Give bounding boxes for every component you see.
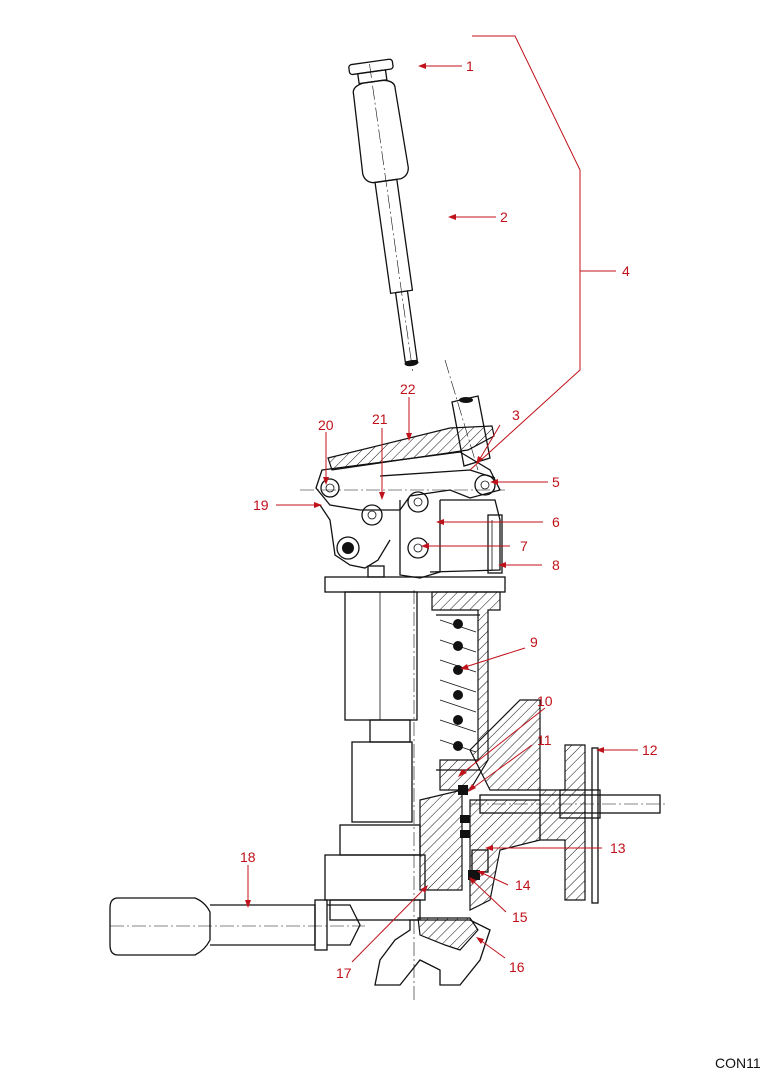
drawing-code: CON11 [715,1055,761,1071]
callout-15: 15 [512,909,528,925]
spring-coils [453,619,463,751]
callout-labels: 1 2 3 4 5 6 7 8 9 10 11 12 13 14 15 16 1… [240,58,658,981]
callout-3: 3 [512,407,520,423]
callout-18: 18 [240,849,256,865]
callout-12: 12 [642,742,658,758]
callout-7: 7 [520,538,528,554]
callout-19: 19 [253,497,269,513]
callout-11: 11 [537,732,552,748]
callout-22: 22 [400,381,416,397]
lever-handle-assembly [348,58,419,372]
callout-9: 9 [530,634,538,650]
callout-14: 14 [515,877,531,893]
side-handle [109,897,365,956]
callout-8: 8 [552,557,560,573]
callout-5: 5 [552,474,560,490]
cylinder-section [344,590,501,1000]
callout-2: 2 [500,209,508,225]
callout-4: 4 [622,263,630,279]
valve-body [324,699,665,986]
callout-10: 10 [537,693,553,709]
callout-20: 20 [318,417,334,433]
mechanism-body [300,425,506,593]
callout-21: 21 [372,411,388,427]
leader-lines [245,35,638,963]
callout-1: 1 [466,58,474,74]
callout-6: 6 [552,514,560,530]
callout-17: 17 [336,965,352,981]
callout-16: 16 [509,959,525,975]
callout-13: 13 [610,840,626,856]
